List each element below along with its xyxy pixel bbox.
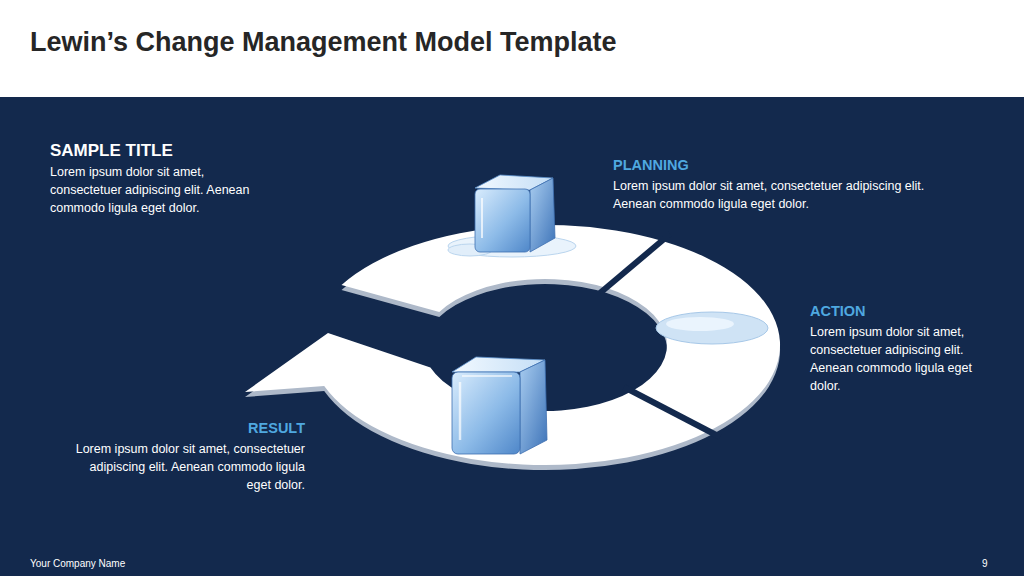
slide-title: Lewin’s Change Management Model Template: [30, 25, 617, 59]
ice-cube-front: [452, 372, 520, 454]
ice-cube-side: [530, 178, 555, 252]
ring-arrow: [245, 225, 780, 465]
block-heading: RESULT: [75, 418, 305, 438]
segment-gap: [624, 387, 720, 437]
block-body: Lorem ipsum dolor sit amet, consectetuer…: [810, 323, 995, 395]
block-heading: ACTION: [810, 301, 995, 321]
segment-gap: [600, 234, 670, 293]
text-block: PLANNINGLorem ipsum dolor sit amet, cons…: [613, 155, 958, 213]
water-puddle: [656, 312, 768, 344]
ice-cube-front: [475, 189, 530, 252]
block-body: Lorem ipsum dolor sit amet, consectetuer…: [50, 163, 278, 217]
footer-text: Your Company Name: [30, 558, 125, 570]
block-body: Lorem ipsum dolor sit amet, consectetuer…: [75, 440, 305, 494]
ice-highlight: [462, 375, 512, 377]
block-heading: PLANNING: [613, 155, 958, 175]
text-block: RESULTLorem ipsum dolor sit amet, consec…: [75, 418, 305, 494]
text-block: ACTIONLorem ipsum dolor sit amet, consec…: [810, 301, 995, 395]
block-body: Lorem ipsum dolor sit amet, consectetuer…: [613, 177, 958, 213]
page-number: 9: [982, 558, 988, 570]
block-heading: SAMPLE TITLE: [50, 141, 278, 161]
ice-highlight: [459, 382, 462, 440]
ice-highlight: [481, 198, 483, 238]
puddle-highlight: [666, 317, 734, 331]
text-block: SAMPLE TITLELorem ipsum dolor sit amet, …: [50, 141, 278, 217]
ice-cube-side: [520, 360, 547, 454]
